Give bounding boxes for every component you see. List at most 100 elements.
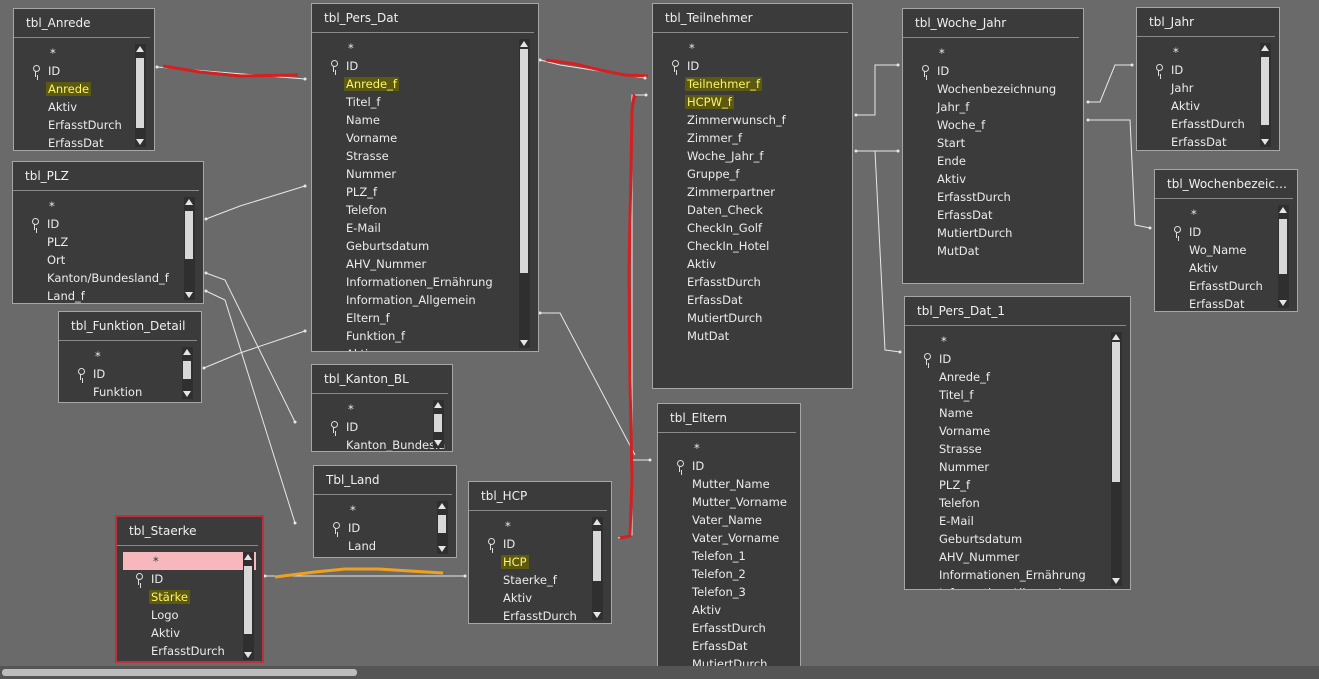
vertical-scrollbar[interactable] [184,197,195,300]
chevron-down-icon[interactable] [520,340,528,346]
field-erfassdat[interactable]: ErfassDat [1143,133,1273,150]
field-ende[interactable]: Ende [909,152,1077,170]
field-aktiv[interactable]: Aktiv [1161,259,1291,277]
field-aktiv[interactable]: Aktiv [659,255,846,273]
field-anrede[interactable]: Anrede [20,80,148,98]
chevron-up-icon[interactable] [1112,334,1120,340]
field-all[interactable]: * [320,501,450,519]
chevron-up-icon[interactable] [136,46,144,52]
field-nummer[interactable]: Nummer [318,165,532,183]
field-start[interactable]: Start [909,134,1077,152]
scrollbar-thumb[interactable] [136,58,144,128]
table-title[interactable]: tbl_Wochenbezeichnung [1155,170,1293,199]
scrollbar-thumb[interactable] [520,49,528,273]
field-name[interactable]: Name [911,404,1124,422]
chevron-up-icon[interactable] [244,554,252,560]
field-zimmer-f[interactable]: Zimmer_f [659,129,846,147]
vertical-scrollbar[interactable] [1260,43,1271,147]
field-gruppe-f[interactable]: Gruppe_f [659,165,846,183]
field-kanton-bundesland-f[interactable]: Kanton/Bundesland_f [19,269,197,287]
horizontal-scrollbar[interactable] [0,666,1319,679]
table-title[interactable]: tbl_Funktion_Detail [59,312,197,341]
field-aktiv[interactable]: Aktiv [318,345,532,351]
field-information-allgemein[interactable]: Information_Allgemein [318,291,532,309]
scrollbar-thumb[interactable] [244,566,252,634]
field-id[interactable]: ID [123,570,256,588]
field-wochenbezeichnung[interactable]: Wochenbezeichnung [909,80,1077,98]
field-strasse[interactable]: Strasse [318,147,532,165]
scrollbar-thumb[interactable] [1112,342,1120,482]
field-e-mail[interactable]: E-Mail [911,512,1124,530]
scrollbar-thumb[interactable] [593,531,601,581]
field-erfasstdurch[interactable]: ErfasstDurch [1143,115,1273,133]
field-vater-name[interactable]: Vater_Name [664,511,794,529]
chevron-up-icon[interactable] [593,519,601,525]
field-vorname[interactable]: Vorname [911,422,1124,440]
field-aktiv[interactable]: Aktiv [123,624,256,642]
field-all[interactable]: * [19,197,197,215]
chevron-down-icon[interactable] [1279,300,1287,306]
chevron-up-icon[interactable] [438,503,446,509]
table-title[interactable]: tbl_Teilnehmer [653,4,848,33]
field-mutdat[interactable]: MutDat [909,242,1077,260]
field-id[interactable]: ID [320,519,450,537]
field-erfassdat[interactable]: ErfassDat [664,637,794,655]
field-plz-f[interactable]: PLZ_f [911,476,1124,494]
chevron-up-icon[interactable] [1261,45,1269,51]
field-e-mail[interactable]: E-Mail [318,219,532,237]
table-title[interactable]: Tbl_Land [314,466,452,495]
field-id[interactable]: ID [318,57,532,75]
field-mutter-vorname[interactable]: Mutter_Vorname [664,493,794,511]
field-telefon-1[interactable]: Telefon_1 [664,547,794,565]
chevron-down-icon[interactable] [244,652,252,658]
field-id[interactable]: ID [19,215,197,233]
field-geburtsdatum[interactable]: Geburtsdatum [911,530,1124,548]
field-erfasstdurch[interactable]: ErfasstDurch [1161,277,1291,295]
chevron-down-icon[interactable] [1112,578,1120,584]
vertical-scrollbar[interactable] [519,39,530,348]
field-woche-jahr-f[interactable]: Woche_Jahr_f [659,147,846,165]
scrollbar-thumb[interactable] [183,361,191,379]
field-name[interactable]: Name [318,111,532,129]
table-title[interactable]: tbl_PLZ [13,162,199,191]
field-aktiv[interactable]: Aktiv [664,601,794,619]
field-aktiv[interactable]: Aktiv [1143,97,1273,115]
scrollbar-thumb[interactable] [1279,219,1287,274]
field-mutter-name[interactable]: Mutter_Name [664,475,794,493]
field-mutiertdurch[interactable]: MutiertDurch [909,224,1077,242]
scrollbar-thumb[interactable] [438,515,446,533]
field-erfasstdurch[interactable]: ErfasstDurch [659,273,846,291]
chevron-down-icon[interactable] [136,139,144,145]
chevron-up-icon[interactable] [1279,207,1287,213]
field-vater-vorname[interactable]: Vater_Vorname [664,529,794,547]
field-aktiv[interactable]: Aktiv [475,589,605,607]
field-id[interactable]: ID [659,57,846,75]
table-tbl-land[interactable]: Tbl_Land*IDLandAktiv [313,465,457,558]
scrollbar-thumb[interactable] [1261,57,1269,125]
field-aktiv[interactable]: Aktiv [20,98,148,116]
field-id[interactable]: ID [909,62,1077,80]
field-titel-f[interactable]: Titel_f [911,386,1124,404]
field-id[interactable]: ID [911,350,1124,368]
field-all[interactable]: * [659,39,846,57]
field-id[interactable]: ID [664,457,794,475]
field-aktiv[interactable]: Aktiv [909,170,1077,188]
vertical-scrollbar[interactable] [437,501,448,554]
field-telefon-2[interactable]: Telefon_2 [664,565,794,583]
field-eltern-f[interactable]: Eltern_f [318,309,532,327]
field-plz-f[interactable]: PLZ_f [318,183,532,201]
field-all[interactable]: * [318,39,532,57]
field-telefon-3[interactable]: Telefon_3 [664,583,794,601]
vertical-scrollbar[interactable] [1278,205,1289,308]
field-mutdat[interactable]: MutDat [659,327,846,345]
